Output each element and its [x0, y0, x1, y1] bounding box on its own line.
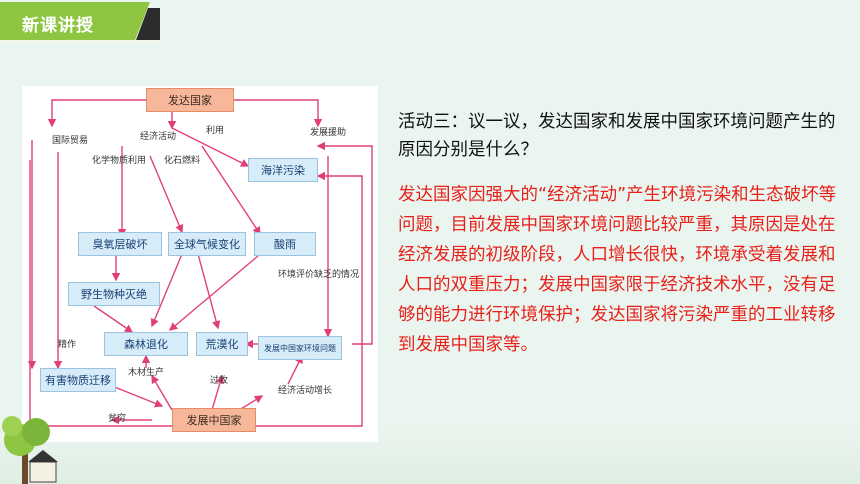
- label-timber: 木材生产: [128, 368, 165, 378]
- node-developing-env-problems: 发展中国家环境问题: [258, 336, 342, 360]
- header-banner-shape: [0, 2, 160, 43]
- label-poverty: 贫穷: [108, 414, 127, 424]
- label-aid: 发展援助: [310, 128, 347, 138]
- label-use: 利用: [206, 126, 225, 136]
- label-fossil-fuel: 化石燃料: [164, 156, 201, 166]
- section-title: 新课讲授: [22, 16, 94, 36]
- label-econ-activity: 经济活动: [140, 132, 177, 142]
- node-ozone-depletion: 臭氧层破坏: [78, 232, 162, 256]
- label-econ-growth: 经济活动增长: [278, 386, 333, 396]
- label-env-assessment: 环境评价缺乏的情况: [278, 270, 360, 280]
- environment-problem-diagram: 发达国家 海洋污染 臭氧层破坏 全球气候变化 酸雨 野生物种灭绝 森林退化 荒漠…: [22, 86, 378, 442]
- label-chemical-use: 化学物质利用: [92, 156, 147, 166]
- node-developed-countries: 发达国家: [146, 88, 234, 112]
- answer-text: 发达国家因强大的“经济活动”产生环境污染和生态破坏等问题，目前发展中国家环境问题…: [398, 185, 837, 355]
- label-fine-farming: 精作: [58, 340, 77, 350]
- tree-decoration-icon: [2, 416, 58, 484]
- node-wildlife-extinction: 野生物种灭绝: [68, 282, 160, 306]
- node-climate-change: 全球气候变化: [168, 232, 246, 256]
- question-text: 活动三：议一议，发达国家和发展中国家环境问题产生的原因分别是什么？: [398, 112, 836, 160]
- node-acid-rain: 酸雨: [254, 232, 316, 256]
- diagram-arrows: [27, 99, 373, 427]
- label-trade: 国际贸易: [52, 136, 89, 146]
- node-ocean-pollution: 海洋污染: [248, 158, 318, 182]
- label-overgrazing: 过牧: [210, 376, 229, 386]
- node-forest-degradation: 森林退化: [104, 332, 188, 356]
- section-header: 新课讲授: [0, 0, 160, 46]
- node-desertification: 荒漠化: [196, 332, 248, 356]
- node-developing-countries: 发展中国家: [172, 408, 256, 432]
- node-hazard-transfer: 有害物质迁移: [40, 368, 116, 392]
